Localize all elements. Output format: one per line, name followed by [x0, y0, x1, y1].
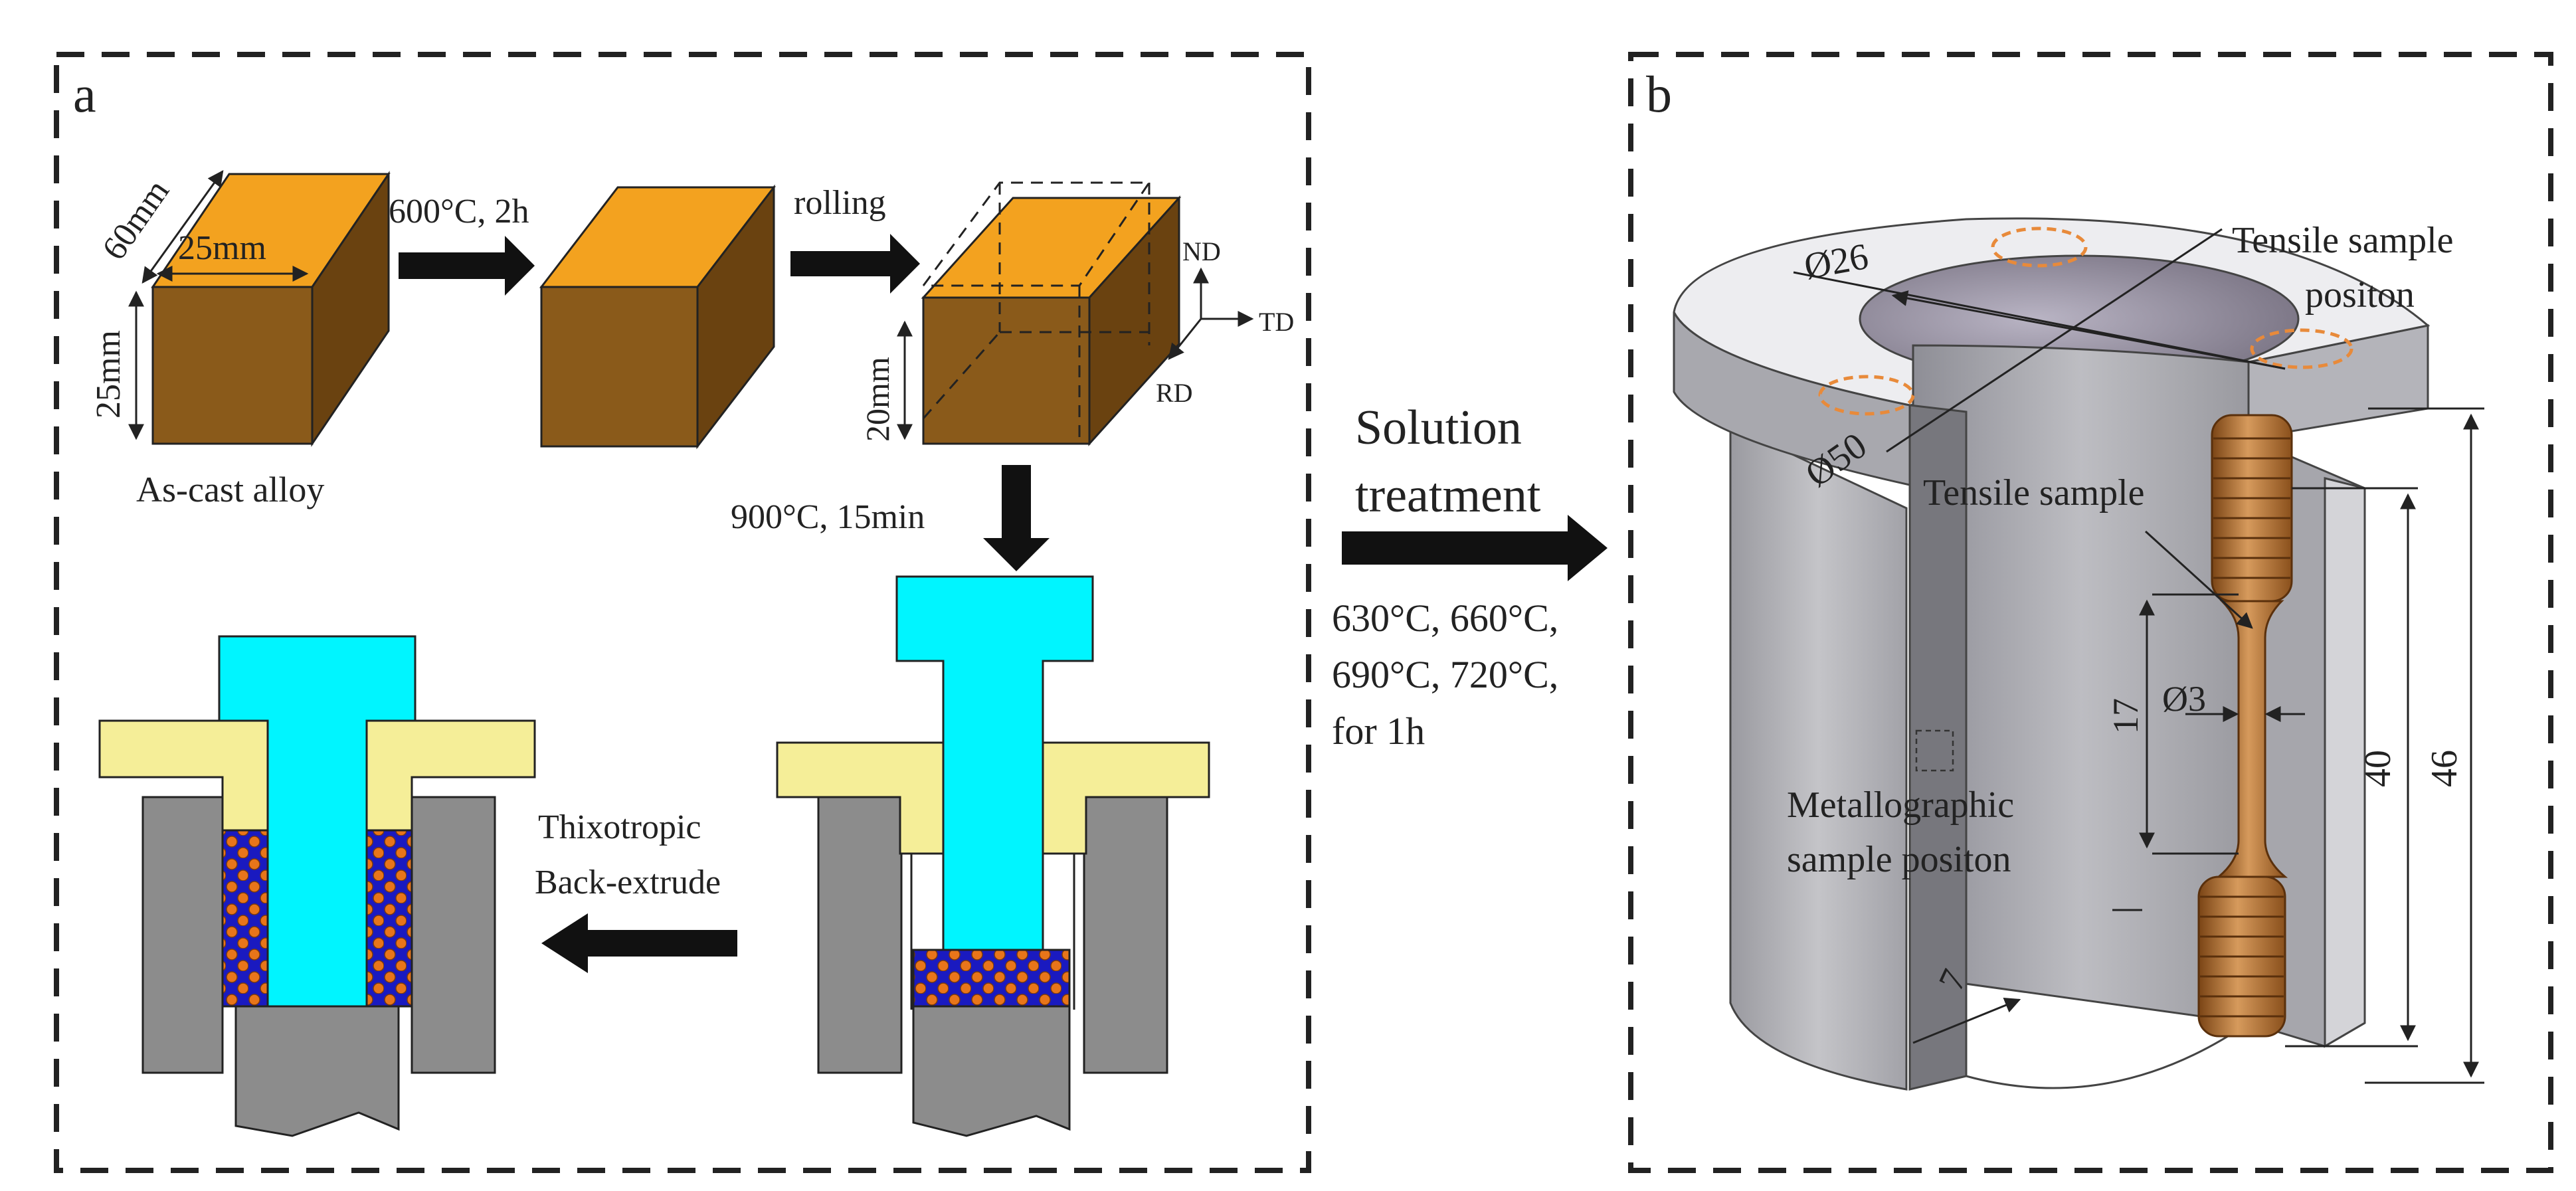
dim-sample-len: 40 [2357, 750, 2399, 787]
cup-cutaway [1673, 217, 2431, 1091]
label-tensile-sample: Tensile sample [1923, 472, 2145, 513]
dim-20mm: 20mm [859, 357, 896, 442]
dim-gauge-len: 17 [2106, 698, 2146, 734]
temps-line-1: 630°C, 660°C, [1332, 596, 1558, 640]
step-reheat: 900°C, 15min [731, 498, 925, 536]
step-extrude-1: Thixotropic [538, 808, 701, 846]
panel-b-label: b [1646, 65, 1672, 123]
die-before-extrusion [776, 575, 1210, 1137]
die-after-extrusion [98, 635, 536, 1137]
axis-nd: ND [1182, 236, 1221, 266]
step-extrude-2: Back-extrude [535, 864, 721, 901]
tensile-sample [2197, 414, 2293, 1038]
tensile-position-ring-1 [1991, 227, 2088, 268]
label-tensile-position-1: Tensile sample [2232, 220, 2454, 261]
solution-title-2: treatment [1355, 468, 1541, 523]
tensile-position-ring-3 [1818, 375, 1915, 416]
dim-cup-height: 46 [2424, 750, 2465, 787]
arrow-homogenize [399, 236, 535, 296]
axis-td: TD [1259, 307, 1294, 337]
as-cast-block [151, 171, 391, 447]
arrow-reheat [983, 465, 1050, 571]
rolled-block [921, 181, 1182, 446]
dim-25mm-width: 25mm [178, 229, 266, 267]
dim-25mm-height: 25mm [90, 330, 128, 418]
dim-gauge-dia: Ø3 [2162, 679, 2206, 719]
rolling-axes [1168, 267, 1254, 360]
arrow-extrude [541, 913, 737, 973]
label-metallographic-1: Metallographic [1787, 784, 2014, 826]
label-tensile-position-2: positon [2305, 274, 2415, 316]
panel-b-frame [1628, 52, 2553, 1173]
arrow-rolling [790, 234, 920, 294]
temps-line-2: 690°C, 720°C, [1332, 653, 1558, 696]
panel-a-frame [54, 52, 1311, 1173]
axis-rd: RD [1156, 378, 1193, 408]
cup-dimension-lines [1793, 228, 2484, 1084]
solution-title-1: Solution [1355, 401, 1522, 455]
step-rolling: rolling [794, 184, 886, 222]
panel-a-label: a [73, 65, 96, 123]
label-metallographic-2: sample positon [1787, 839, 2011, 880]
arrow-solution [1342, 515, 1608, 581]
tensile-position-ring-2 [2250, 328, 2353, 369]
homogenized-block [539, 184, 777, 450]
as-cast-label: As-cast alloy [136, 470, 324, 509]
step-homogenize: 600°C, 2h [389, 193, 529, 230]
temps-line-3: for 1h [1332, 709, 1425, 753]
